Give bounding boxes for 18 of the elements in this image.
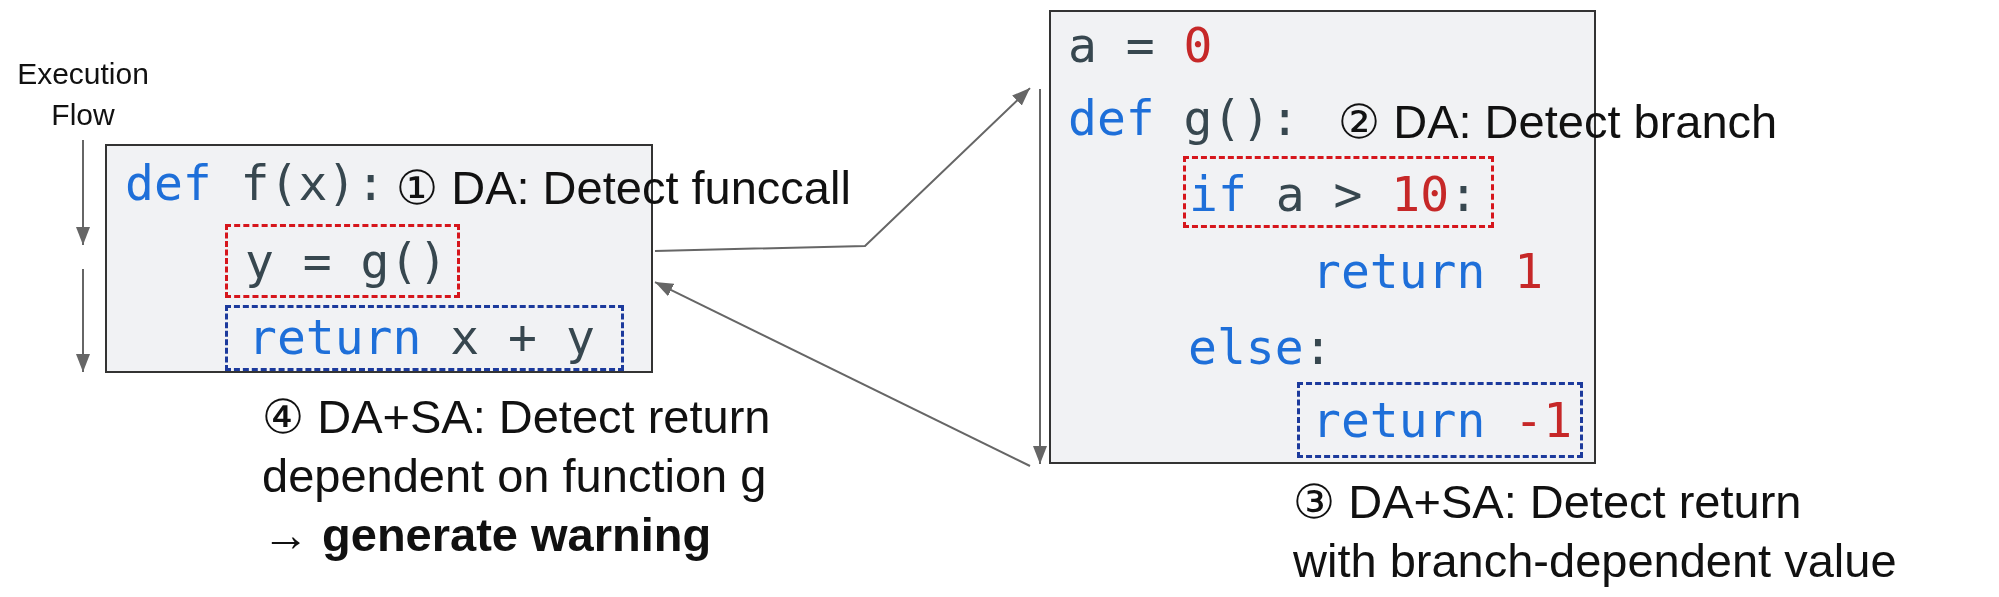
code-line: y = g() [245,233,448,289]
annotation-text: ③ DA+SA: Detect return with branch-dependent value [1293,474,1897,589]
arrow [654,281,1031,467]
code-line: return -1 [1312,392,1573,448]
annotation-text: ④ DA+SA: Detect return dependent on function g → generate warning [262,389,771,563]
code-line: def g(): [1068,90,1300,146]
highlight-frame [225,305,624,371]
code-line: else: [1188,319,1333,375]
highlight-frame [1183,156,1494,228]
code-line: return 1 [1312,243,1544,299]
code-line: return x + y [248,309,595,365]
arrow [654,87,1031,252]
code-line: a = 0 [1068,17,1213,73]
code-line: if a > 10: [1189,166,1478,222]
code-line: def f(x): [125,155,386,211]
flow-label: Execution Flow [16,56,150,133]
highlight-frame [225,224,460,298]
highlight-frame [1297,382,1583,458]
